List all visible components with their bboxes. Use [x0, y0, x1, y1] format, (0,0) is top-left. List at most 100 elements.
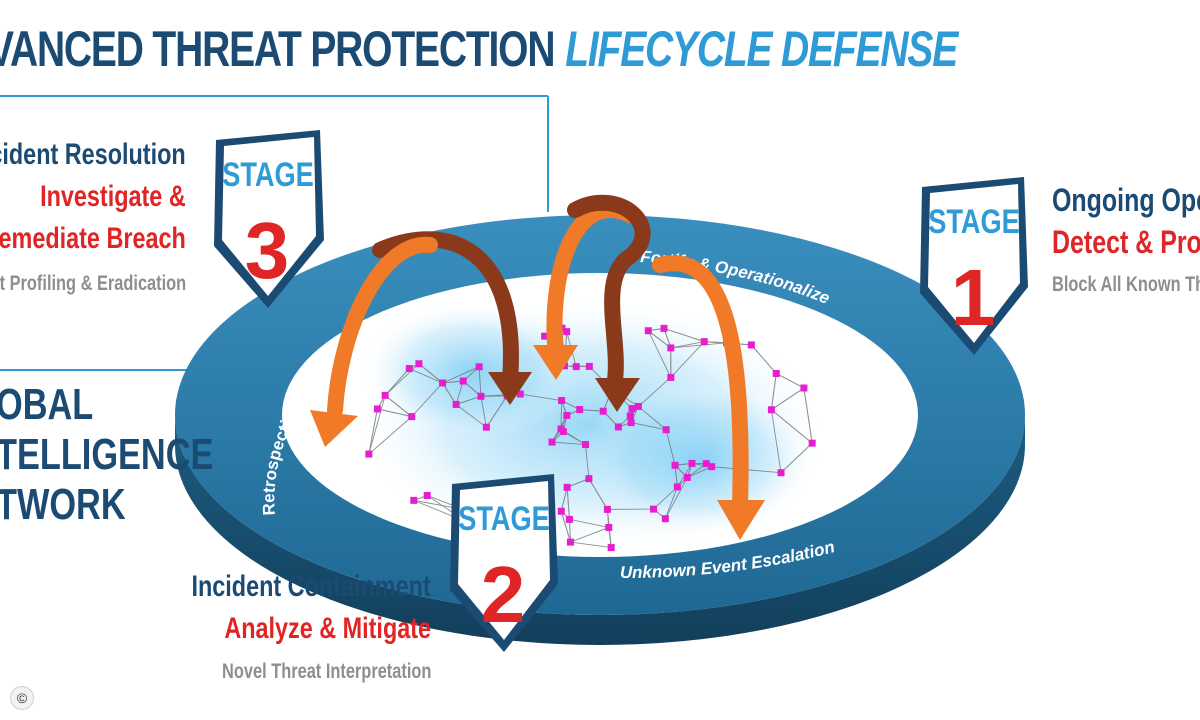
network-node [644, 327, 652, 335]
network-node [566, 538, 574, 546]
stage2-sub: Novel Threat Interpretation [221, 660, 431, 683]
network-node [673, 483, 681, 491]
network-label: OBAL TELLIGENCE TWORK [0, 380, 213, 530]
network-node [626, 412, 634, 420]
network-link [670, 341, 705, 349]
arrow-orange-right-head [717, 500, 765, 540]
network-link [566, 487, 570, 520]
stage2-heading: Incident Containment [191, 570, 431, 603]
network-link [368, 408, 378, 455]
network-link [663, 327, 705, 343]
network-node [365, 450, 373, 458]
stage3-heading: cident Resolution [0, 138, 186, 171]
network-link [455, 404, 487, 428]
network-node [662, 426, 670, 434]
network-link [803, 387, 813, 444]
network-node [605, 523, 613, 531]
network-link [648, 330, 672, 349]
network-node [708, 463, 716, 471]
network-node [702, 460, 710, 468]
network-node [671, 461, 679, 469]
network-link [664, 486, 678, 519]
network-node [563, 411, 571, 419]
network-link [569, 518, 609, 528]
network-link [455, 395, 482, 405]
network-link [418, 363, 443, 384]
network-node [628, 405, 636, 413]
network-link [384, 363, 420, 396]
network-link [368, 416, 413, 455]
network-node [667, 344, 675, 352]
network-link [411, 382, 443, 417]
stage3-action-line2: Remediate Breach [0, 222, 186, 255]
network-link [770, 409, 782, 473]
network-node [477, 392, 485, 400]
network-node [667, 373, 675, 381]
network-node [563, 328, 571, 336]
network-node [808, 439, 816, 447]
network-link [480, 396, 487, 428]
network-link [486, 395, 508, 428]
network-node [603, 505, 611, 513]
network-node [772, 369, 780, 377]
network-link [588, 478, 608, 510]
network-link [647, 330, 672, 378]
copyright-icon: © [10, 686, 34, 710]
network-label-line1: OBAL [0, 380, 94, 429]
network-node [581, 441, 589, 449]
network-link [585, 444, 590, 479]
network-node [700, 338, 708, 346]
stage1-sub: Block All Known Th [1052, 273, 1200, 296]
network-node [661, 515, 669, 523]
stage2-badge: STAGE 2 [450, 474, 558, 652]
network-link [442, 382, 457, 405]
network-link [560, 511, 571, 543]
network-link [570, 541, 612, 549]
network-link [776, 373, 805, 389]
network-link [631, 422, 667, 431]
network-link [520, 393, 562, 401]
network-node [373, 405, 381, 413]
network-node [423, 491, 431, 499]
network-node [381, 391, 389, 399]
network-link [384, 368, 410, 396]
network-node [599, 407, 607, 415]
network-link [638, 377, 672, 407]
title-accent: LIFECYCLE DEFENSE [565, 21, 958, 77]
network-link [455, 380, 464, 405]
network-link [771, 409, 813, 444]
network-node [548, 438, 556, 446]
network-link [442, 366, 480, 384]
network-link [560, 487, 568, 512]
network-glow [350, 295, 830, 555]
arrow-brown-center-head [595, 378, 640, 412]
arrow-orange-left [327, 236, 438, 418]
network-node [439, 379, 447, 387]
network-node [572, 363, 580, 371]
network-node [452, 400, 460, 408]
network-link [368, 395, 386, 455]
network-node [585, 362, 593, 370]
network-label-line2: TELLIGENCE [0, 430, 214, 479]
network-link [770, 373, 777, 410]
network-node [475, 363, 483, 371]
network-link [670, 342, 727, 349]
network-node [482, 423, 490, 431]
network-link [670, 341, 705, 378]
network-node [459, 377, 467, 385]
network-link [638, 406, 667, 431]
network-node [405, 365, 413, 373]
network-node [683, 473, 691, 481]
network-node [557, 507, 565, 515]
network-node [558, 397, 566, 405]
stage3-badge: STAGE 3 [214, 130, 324, 308]
network-node [415, 360, 423, 368]
arrow-orange-right [652, 255, 749, 513]
network-node [634, 402, 642, 410]
network-link [552, 441, 586, 446]
stage2-number: 2 [481, 550, 526, 639]
network-link [780, 442, 813, 474]
network-node [627, 419, 635, 427]
arrow-brown-left-head [488, 372, 532, 405]
